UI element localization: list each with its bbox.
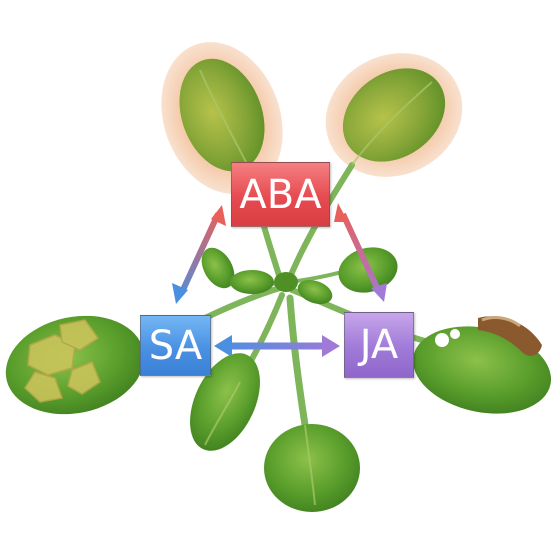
necrotic-tip-edge	[481, 316, 521, 328]
leaf-center-small	[274, 272, 298, 292]
sa-box: SA	[140, 315, 211, 376]
arrowhead-sa	[214, 335, 232, 357]
leaf-top-right	[342, 68, 446, 162]
arrowhead-aba	[211, 205, 226, 226]
leaf-notch	[450, 329, 460, 339]
leaf-vein	[351, 81, 433, 166]
lesion-patches	[24, 319, 101, 403]
arrowhead-sa	[172, 283, 188, 304]
arrow-aba-ja	[340, 212, 381, 292]
leaf-notch	[435, 333, 449, 347]
ja-box: JA	[344, 312, 414, 378]
necrotic-tip	[478, 316, 542, 356]
arrowhead-ja	[322, 335, 340, 357]
leaf-vein	[304, 424, 316, 506]
leaf-center-small	[230, 270, 274, 294]
leaf-center-small	[297, 279, 333, 305]
sa-label: SA	[148, 322, 203, 369]
crosstalk-arrows	[172, 203, 387, 357]
arrow-aba-sa	[179, 212, 221, 294]
aba-box: ABA	[231, 162, 330, 227]
leaf-vein	[199, 69, 251, 171]
leaf-lower-left	[190, 353, 260, 451]
leaf-center-small	[201, 247, 235, 289]
ja-label: JA	[359, 322, 399, 368]
leaf-right-damaged	[412, 326, 552, 414]
arrowhead-ja	[371, 283, 387, 302]
arrowhead-aba	[334, 203, 348, 222]
leaf-bottom	[264, 424, 360, 512]
leaf-vein	[204, 381, 241, 446]
aba-label: ABA	[239, 171, 322, 218]
